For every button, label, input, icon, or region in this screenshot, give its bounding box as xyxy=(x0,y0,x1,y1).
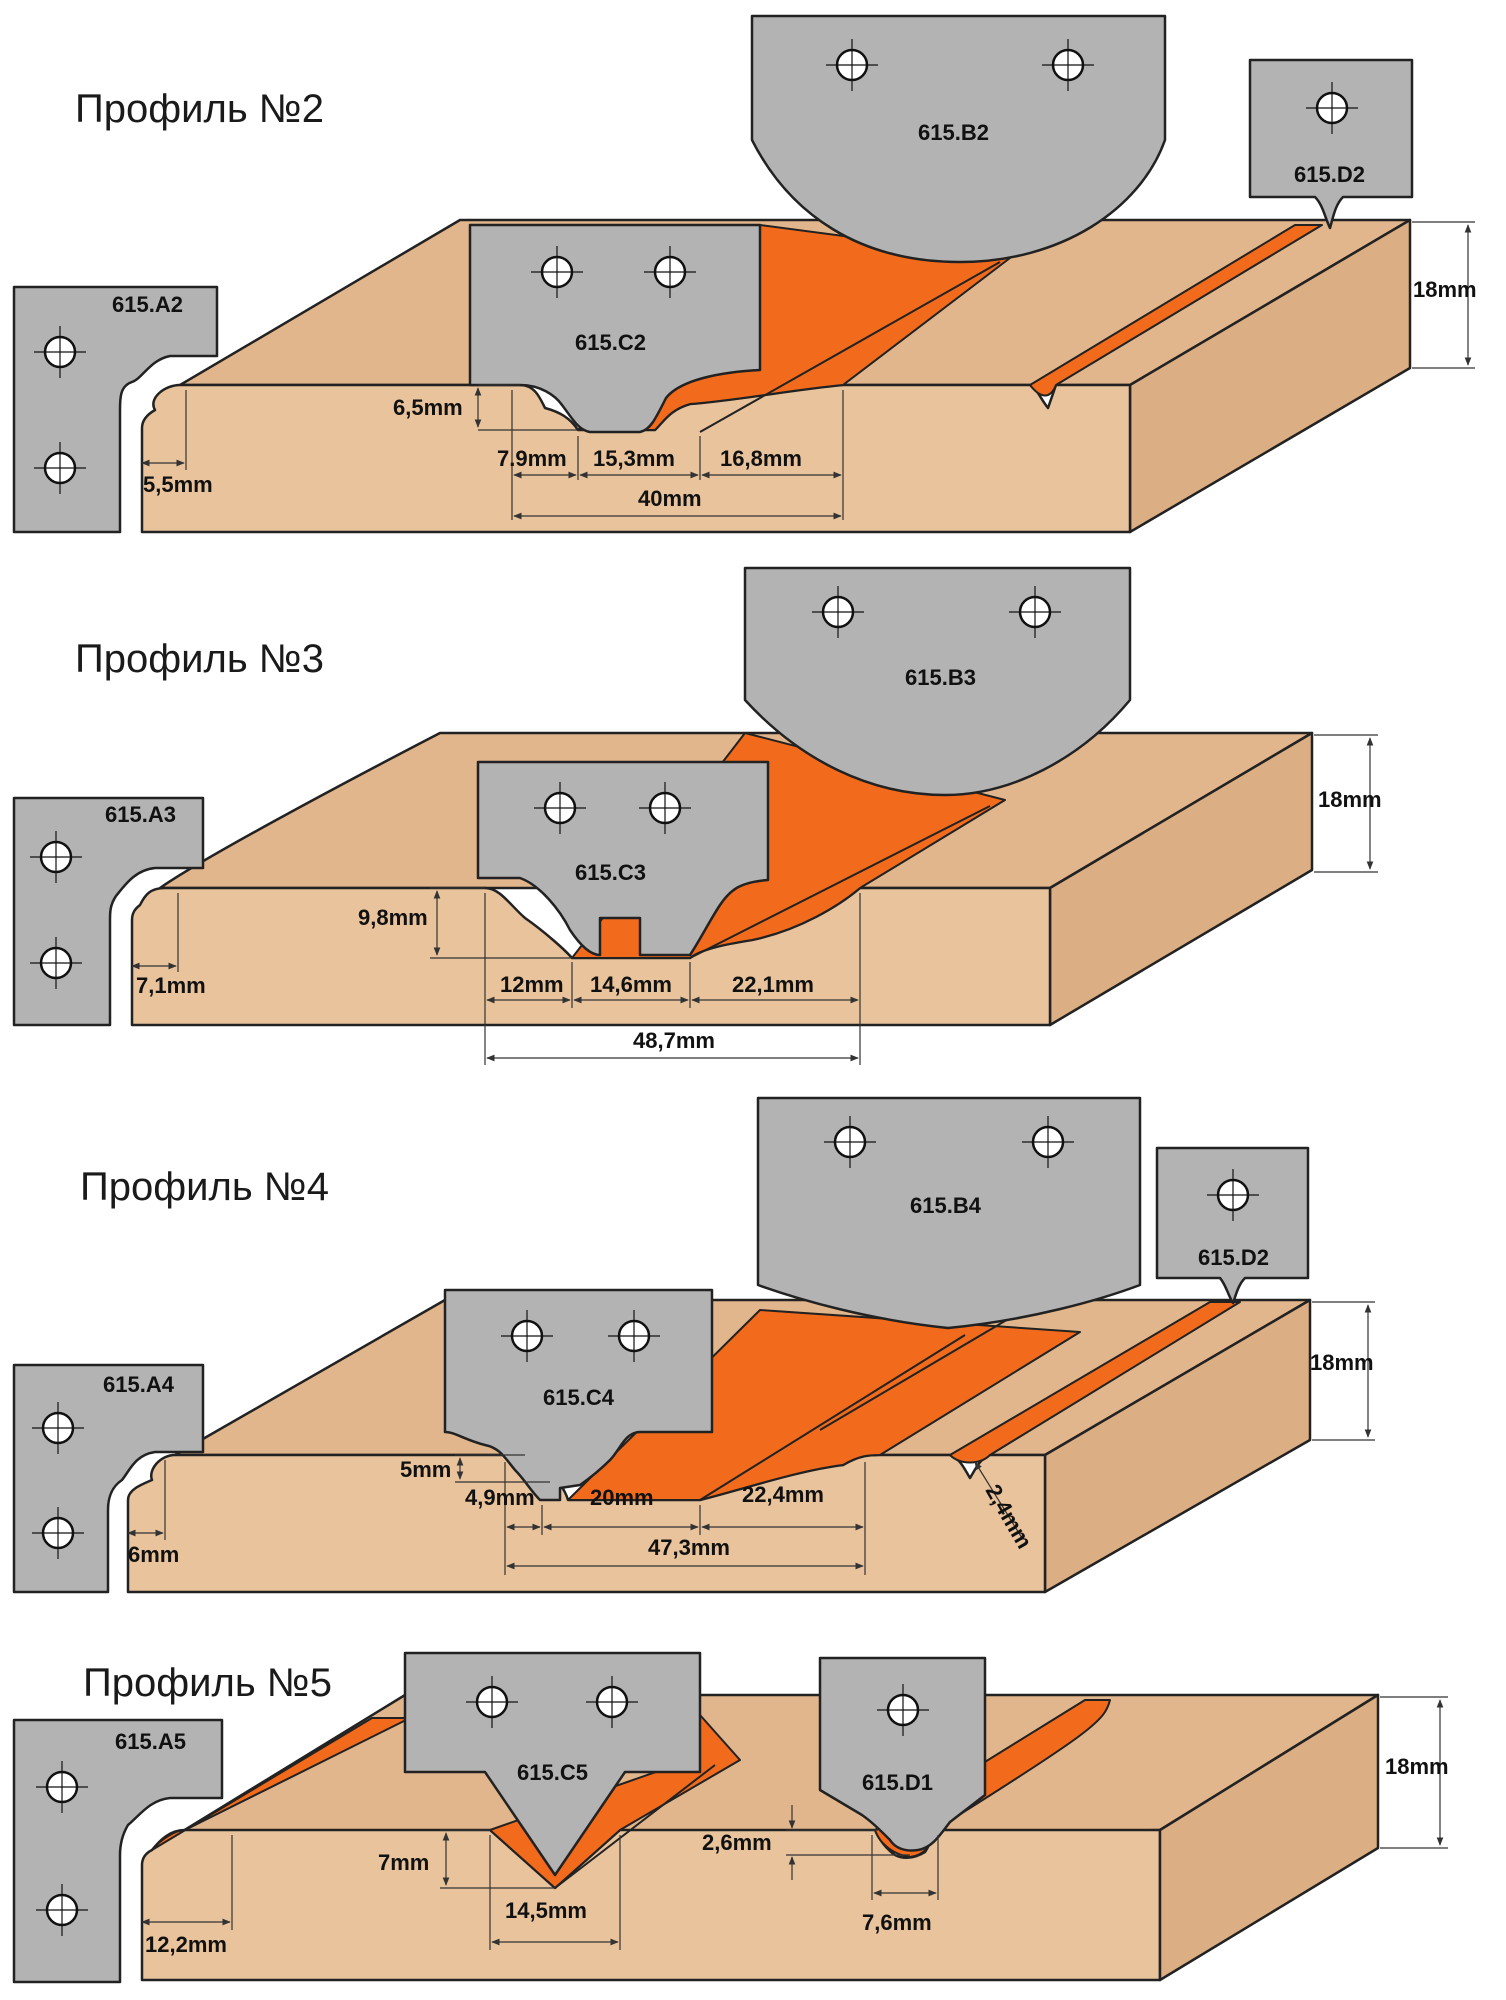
label-615-B2: 615.B2 xyxy=(918,120,989,145)
p2-dim-w2: 15,3mm xyxy=(593,446,675,471)
p5-dim-groove-width: 7,6mm xyxy=(862,1910,932,1935)
label-615-C3: 615.C3 xyxy=(575,860,646,885)
profile-5-board-front xyxy=(140,1828,1162,1982)
p3-dim-w2: 14,6mm xyxy=(590,972,672,997)
profile-5-board-side xyxy=(1158,1693,1380,1982)
p5-dim-width: 14,5mm xyxy=(505,1898,587,1923)
profile-3-title: Профиль №3 xyxy=(75,637,324,681)
profile-5-groove-left xyxy=(151,1717,411,1851)
knife-615-D2-b xyxy=(1155,1146,1310,1305)
label-615-B3: 615.B3 xyxy=(905,665,976,690)
label-615-C4: 615.C4 xyxy=(543,1385,615,1410)
profile-4-title: Профиль №4 xyxy=(80,1165,329,1209)
profile-2-small-groove xyxy=(1029,224,1323,397)
p3-dim-edge: 7,1mm xyxy=(136,973,206,998)
label-615-B4: 615.B4 xyxy=(910,1193,982,1218)
label-615-A3: 615.A3 xyxy=(105,802,176,827)
label-615-A2: 615.A2 xyxy=(112,292,183,317)
p4-dim-depth: 5mm xyxy=(400,1457,451,1482)
profile-2: Профиль №2 615.C2 615.B2 615.D2 615.A2 xyxy=(12,14,1477,534)
p2-dim-w3: 16,8mm xyxy=(720,446,802,471)
p3-dim-thickness: 18mm xyxy=(1318,787,1382,812)
p5-dim-edge: 12,2mm xyxy=(145,1932,227,1957)
profile-4: Профиль №4 615.C4 615.B4 615.D2 615.A4 1… xyxy=(12,1096,1375,1594)
p4-dim-edge: 6mm xyxy=(128,1542,179,1567)
p4-dim-w2: 20mm xyxy=(590,1485,654,1510)
p4-dim-thickness: 18mm xyxy=(1310,1350,1374,1375)
p2-dim-edge: 5,5mm xyxy=(143,472,213,497)
profile-5: Профиль №5 615.C5 615.D1 615.A5 18mm 12,… xyxy=(12,1651,1449,1984)
p4-dim-w1: 4,9mm xyxy=(465,1485,535,1510)
label-615-A5: 615.A5 xyxy=(115,1729,186,1754)
p3-dim-w1: 12mm xyxy=(500,972,564,997)
profile-2-title: Профиль №2 xyxy=(75,87,324,131)
p3-dim-w3: 22,1mm xyxy=(732,972,814,997)
label-615-C2: 615.C2 xyxy=(575,330,646,355)
label-615-D2-b: 615.D2 xyxy=(1198,1245,1269,1270)
label-615-A4: 615.A4 xyxy=(103,1372,175,1397)
p2-dim-thickness: 18mm xyxy=(1413,277,1477,302)
p5-dim-depth: 7mm xyxy=(378,1850,429,1875)
profile-3: Профиль №3 615.C3 615.B3 615.A3 18mm 7,1… xyxy=(12,566,1382,1065)
knife-615-D1 xyxy=(818,1656,987,1852)
p4-dim-total: 47,3mm xyxy=(648,1535,730,1560)
label-615-D1: 615.D1 xyxy=(862,1770,933,1795)
p3-dim-total: 48,7mm xyxy=(633,1028,715,1053)
knife-615-D2 xyxy=(1248,58,1414,230)
p5-dim-groove-depth: 2,6mm xyxy=(702,1830,772,1855)
profile-5-title: Профиль №5 xyxy=(83,1661,332,1705)
profile-4-groove xyxy=(567,1309,1081,1501)
p4-dim-w3: 22,4mm xyxy=(742,1482,824,1507)
p5-dim-thickness: 18mm xyxy=(1385,1754,1449,1779)
label-615-C5: 615.C5 xyxy=(517,1760,588,1785)
p2-dim-total: 40mm xyxy=(638,486,702,511)
p2-dim-depth: 6,5mm xyxy=(393,395,463,420)
label-615-D2-a: 615.D2 xyxy=(1294,162,1365,187)
p3-dim-depth: 9,8mm xyxy=(358,905,428,930)
p2-dim-w1: 7.9mm xyxy=(497,446,567,471)
